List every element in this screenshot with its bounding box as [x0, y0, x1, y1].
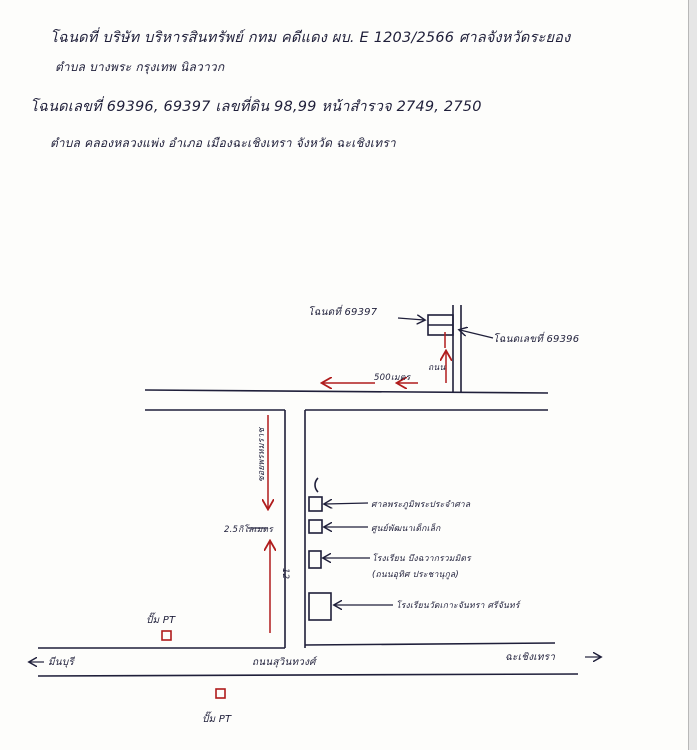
header-line-1: โฉนดที่ บริษัท บริหารสินทรัพย์ กทม คดีแด…	[50, 30, 571, 46]
landmark-curve	[314, 477, 319, 493]
landmark-1-label: ศาลพระภูมิพระประจำศาล	[371, 500, 471, 510]
distance-2-5km-label: 2.5กิโลเมตร	[224, 525, 274, 535]
pump-pt-top-marker	[161, 630, 172, 641]
landmark-box-1	[308, 496, 323, 512]
distance-500m-label: 500เมตร	[374, 373, 411, 383]
left-direction-label: มีนบุรี	[48, 657, 74, 668]
landmark-3-label: โรงเรียน บึงฉวากรวมมิตร	[372, 554, 471, 564]
pump-pt-bottom-marker	[215, 688, 226, 699]
right-direction-label: ฉะเชิงเทรา	[505, 652, 556, 663]
deed-69396-label: โฉนดเลขที่ 69396	[493, 334, 580, 345]
main-road-top-edge-right	[304, 642, 556, 646]
deed-a-arrow	[397, 318, 424, 320]
pump-pt-top-label: ปั๊ม PT	[146, 615, 176, 626]
soi-name-label: ซอยพรหมราช	[257, 427, 267, 482]
landmark-box-3	[308, 550, 322, 569]
header-line-4: ตำบล คลองหลวงแพ่ง อำเภอ เมืองฉะเชิงเทรา …	[50, 136, 396, 150]
upper-road-top-edge	[144, 389, 549, 394]
scan-edge	[688, 0, 697, 750]
landmark-4-label: โรงเรียนวัดเกาะจันทรา ศรีจันทร์	[396, 601, 520, 611]
header-line-3: โฉนดเลขที่ 69396, 69397 เลขที่ดิน 98,99 …	[30, 99, 482, 115]
main-road-label: ถนนสุวินทวงศ์	[252, 657, 316, 668]
small-road-label: ถนน	[428, 363, 446, 373]
landmark-3-sublabel: (ถนนอุทิศ ประชานุกูล)	[372, 570, 459, 580]
landmark-2-label: ศูนย์พัฒนาเด็กเล็ก	[371, 524, 441, 534]
deed-b-arrow	[460, 330, 494, 339]
header-line-2: ตำบล บางพระ กรุงเทพ นิลวาวก	[55, 60, 225, 74]
landmark-box-4	[308, 592, 332, 621]
deed-69397-label: โฉนดที่ 69397	[308, 307, 378, 318]
pump-pt-bottom-label: ปั๊ม PT	[202, 714, 232, 725]
soi-number-label: 12	[280, 568, 290, 580]
landmark-box-2	[308, 519, 323, 534]
landmark-1-arrow	[325, 503, 369, 504]
main-road-bottom-edge	[37, 673, 579, 677]
